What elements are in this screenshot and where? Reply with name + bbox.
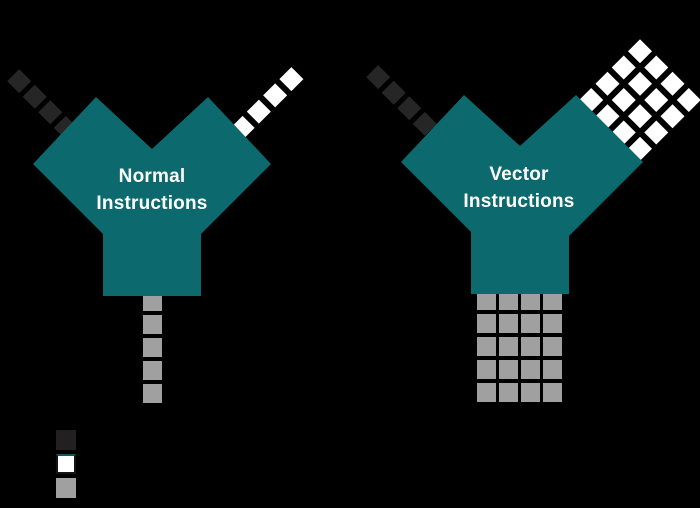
gray-operand-square [498, 360, 518, 379]
gray-operand-square [542, 383, 562, 402]
gray-operand-square [520, 314, 540, 333]
normal-funnel-label: Normal Instructions [52, 163, 252, 217]
gray-operand-square [498, 314, 518, 333]
gray-operand-square [142, 361, 162, 380]
gray-operand-square [476, 291, 496, 310]
gray-operand-square [498, 383, 518, 402]
gray-operand-square [142, 292, 162, 311]
gray-operand-square [142, 384, 162, 403]
legend-swatch-white [56, 454, 76, 474]
normal-output-column [142, 292, 162, 403]
gray-operand-square [520, 360, 540, 379]
gray-operand-square [498, 291, 518, 310]
normal-label-line1: Normal [118, 166, 186, 187]
vector-instructions-funnel [401, 95, 643, 294]
gray-operand-square [520, 337, 540, 356]
gray-operand-square [520, 383, 540, 402]
legend [56, 430, 76, 498]
vector-label-line2: Instructions [463, 191, 575, 212]
gray-operand-square [142, 315, 162, 334]
gray-operand-square [542, 291, 562, 310]
gray-operand-square [142, 338, 162, 357]
vector-funnel-label: Vector Instructions [419, 161, 619, 215]
vector-output-grid [476, 291, 562, 402]
normal-label-line2: Instructions [96, 193, 208, 214]
gray-operand-square [476, 314, 496, 333]
gray-operand-square [476, 360, 496, 379]
legend-swatch-gray [56, 478, 76, 498]
gray-operand-square [542, 337, 562, 356]
gray-operand-square [476, 337, 496, 356]
vector-label-line1: Vector [489, 164, 549, 185]
normal-instructions-funnel [33, 97, 271, 296]
gray-operand-square [542, 314, 562, 333]
gray-operand-square [520, 291, 540, 310]
gray-operand-square [498, 337, 518, 356]
gray-operand-square [476, 383, 496, 402]
legend-swatch-dark [56, 430, 76, 450]
gray-operand-square [542, 360, 562, 379]
